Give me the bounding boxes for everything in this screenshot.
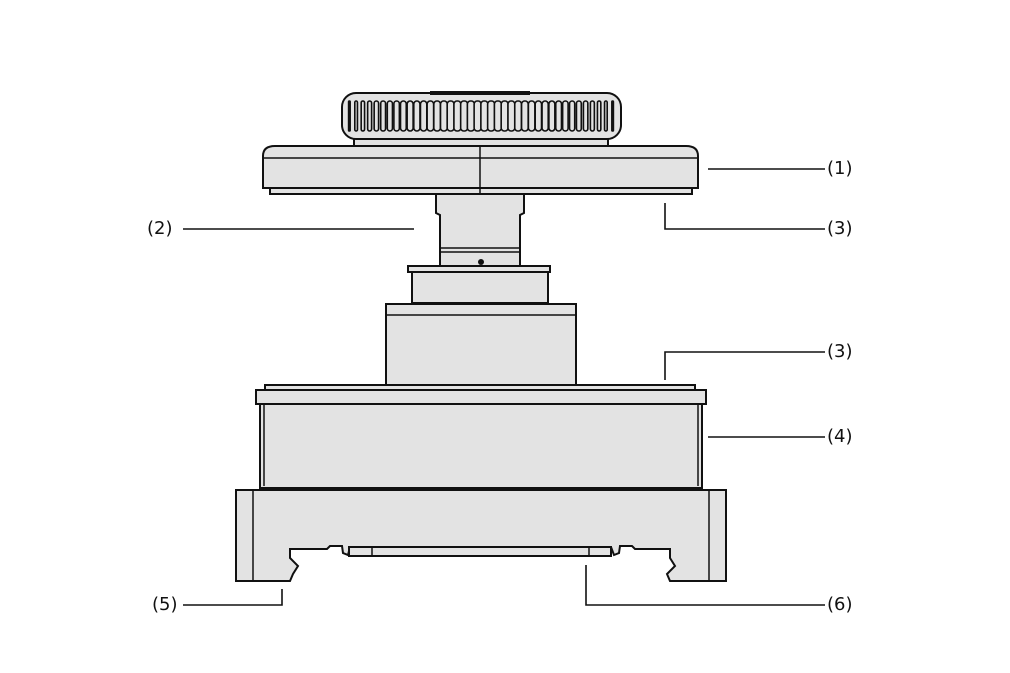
fan-slot — [561, 100, 569, 132]
fan-slot — [589, 100, 596, 132]
fan-slot — [603, 100, 609, 132]
fan-slot — [480, 100, 489, 132]
fan-slot — [513, 100, 523, 132]
label-6: (6) — [827, 594, 853, 615]
fan-slot — [575, 100, 583, 132]
fan-slot — [412, 100, 421, 132]
fan-slot — [548, 100, 556, 132]
fan-slot — [360, 100, 366, 132]
fan-slots — [347, 100, 615, 132]
main-box — [255, 389, 707, 489]
fan-slot — [611, 100, 615, 132]
fan-slot — [379, 100, 387, 132]
fan-slot — [486, 100, 496, 132]
fan-slot — [446, 100, 455, 132]
leader-lines — [183, 168, 825, 606]
fan-slot — [386, 100, 394, 132]
fan-slot — [419, 100, 428, 132]
top-plate — [262, 145, 699, 195]
fan-slot — [406, 100, 414, 132]
fan-unit — [341, 91, 622, 148]
fan-slot — [453, 100, 462, 132]
fan-slot — [353, 100, 359, 132]
neck — [435, 193, 525, 267]
middle-block — [385, 303, 577, 389]
label-5: (5) — [152, 594, 178, 615]
label-3-lower: (3) — [827, 341, 853, 362]
fan-slot — [393, 100, 401, 132]
base — [235, 489, 727, 582]
fan-slot — [466, 100, 476, 132]
fan-slot — [459, 100, 469, 132]
fan-slot — [500, 100, 509, 132]
collar — [407, 265, 551, 304]
fan-slot — [520, 100, 529, 132]
fan-slot — [541, 100, 550, 132]
fan-slot — [426, 100, 435, 132]
fan-slot — [366, 100, 373, 132]
fan-slot — [373, 100, 380, 132]
label-4: (4) — [827, 426, 853, 447]
fan-slot — [554, 100, 563, 132]
label-1: (1) — [827, 158, 853, 179]
fan-slot — [507, 100, 516, 132]
fan-slot — [347, 100, 351, 132]
label-3-upper: (3) — [827, 218, 853, 239]
fan-slot — [439, 100, 449, 132]
fan-slot — [596, 100, 602, 132]
fan-slot — [582, 100, 589, 132]
fan-slot — [568, 100, 576, 132]
fan-slot — [433, 100, 442, 132]
fan-slot — [473, 100, 482, 132]
fan-slot — [493, 100, 503, 132]
fan-slot — [534, 100, 543, 132]
fan-slot — [399, 100, 408, 132]
label-2: (2) — [147, 218, 173, 239]
fan-slot — [527, 100, 536, 132]
